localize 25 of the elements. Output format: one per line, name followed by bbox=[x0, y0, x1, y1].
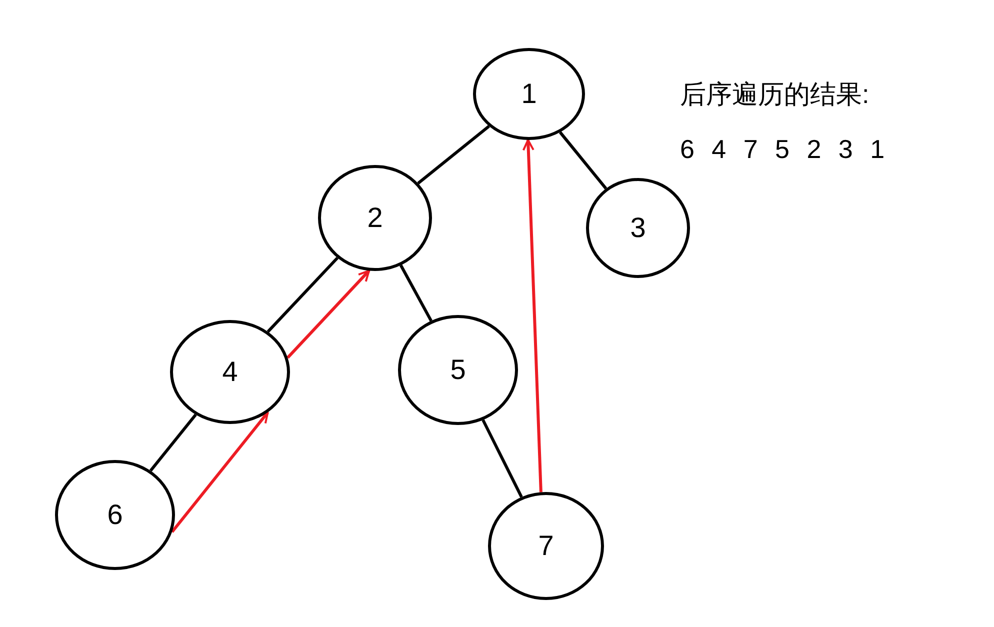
traversal-sequence: 6 4 7 5 2 3 1 bbox=[680, 134, 885, 165]
tree-node-circle bbox=[170, 320, 290, 424]
tree-edge bbox=[417, 125, 490, 184]
node-label: 2 bbox=[367, 204, 383, 232]
tree-node-circle bbox=[473, 48, 585, 140]
node-label: 6 bbox=[107, 501, 123, 529]
tree-edge bbox=[482, 419, 523, 498]
arrow bbox=[522, 139, 542, 492]
tree-node-circle bbox=[586, 178, 690, 278]
tree-edge bbox=[399, 264, 432, 322]
tree-edge bbox=[149, 414, 197, 472]
node-label: 7 bbox=[538, 532, 554, 560]
tree-edge bbox=[266, 256, 339, 333]
node-label: 4 bbox=[222, 358, 238, 386]
arrow bbox=[170, 411, 269, 533]
tree-node-circle bbox=[398, 315, 518, 425]
node-label: 1 bbox=[521, 80, 537, 108]
tree-edge bbox=[558, 131, 608, 190]
arrow bbox=[286, 270, 370, 359]
node-label: 3 bbox=[630, 214, 646, 242]
node-label: 5 bbox=[450, 356, 466, 384]
result-heading: 后序遍历的结果: bbox=[680, 78, 870, 111]
tree-node-circle bbox=[55, 460, 175, 570]
tree-node-circle bbox=[488, 492, 604, 600]
tree-node-circle bbox=[318, 165, 432, 271]
